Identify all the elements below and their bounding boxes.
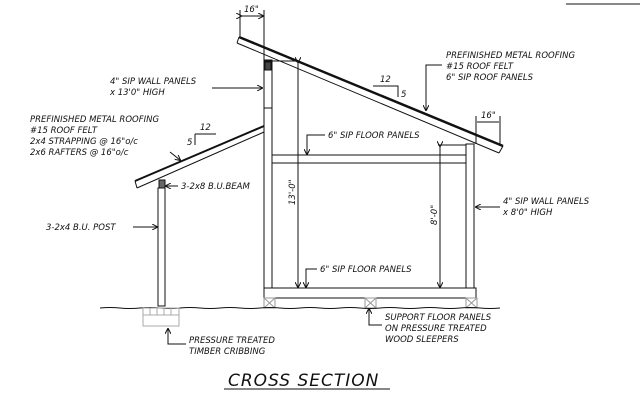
note-porch-roof: 2x6 RAFTERS @ 16"o/c [30,148,129,158]
note-sleepers: WOOD SLEEPERS [385,335,459,345]
note-wall-13: 4" SIP WALL PANELS [110,77,197,87]
porch-roof [134,125,265,189]
note-wall-13: x 13'0" HIGH [109,88,165,98]
drawing-title: CROSS SECTION [228,371,379,391]
beam [158,179,166,189]
main-floor [263,287,477,299]
dim-13ft-label: 13'-0" [288,179,298,205]
slope-porch-run: 12 [200,123,211,133]
note-porch-roof: PREFINISHED METAL ROOFING [30,115,159,125]
cribbing [142,307,180,327]
loft-floor [271,154,467,164]
wall-13ft [263,59,273,289]
post [157,187,166,307]
dim-overhang-right-label: 16" [481,111,496,121]
note-main-floor: 6" SIP FLOOR PANELS [320,265,412,275]
note-sleepers: SUPPORT FLOOR PANELS [385,313,492,323]
note-wall-8: 4" SIP WALL PANELS [503,197,590,207]
note-main-roof: PREFINISHED METAL ROOFING [446,51,575,61]
dim-8ft-label: 8'-0" [430,205,440,225]
dim-overhang-left-label: 16" [244,5,259,15]
note-beam: 3-2x8 B.U.BEAM [181,182,250,192]
note-main-roof: #15 ROOF FELT [446,62,514,72]
note-sleepers: ON PRESSURE TREATED [385,324,487,334]
slope-main-run: 12 [380,75,391,85]
slope-main-rise: 5 [401,90,406,100]
dim-overhang-right [475,116,501,145]
slope-porch [194,133,216,145]
note-cribbing: PRESSURE TREATED [189,336,275,346]
note-post: 3-2x4 B.U. POST [46,223,116,233]
note-porch-roof: #15 ROOF FELT [30,126,98,136]
note-loft-floor: 6" SIP FLOOR PANELS [328,131,420,141]
sleepers [263,297,478,309]
slope-porch-rise: 5 [187,138,192,148]
note-wall-8: x 8'0" HIGH [502,208,553,218]
slope-main [373,85,399,97]
wall-8ft [465,143,475,289]
note-porch-roof: 2x4 STRAPPING @ 16"o/c [30,137,138,147]
dim-overhang-left [240,10,265,60]
note-cribbing: TIMBER CRIBBING [189,347,266,357]
note-main-roof: 6" SIP ROOF PANELS [446,73,534,83]
